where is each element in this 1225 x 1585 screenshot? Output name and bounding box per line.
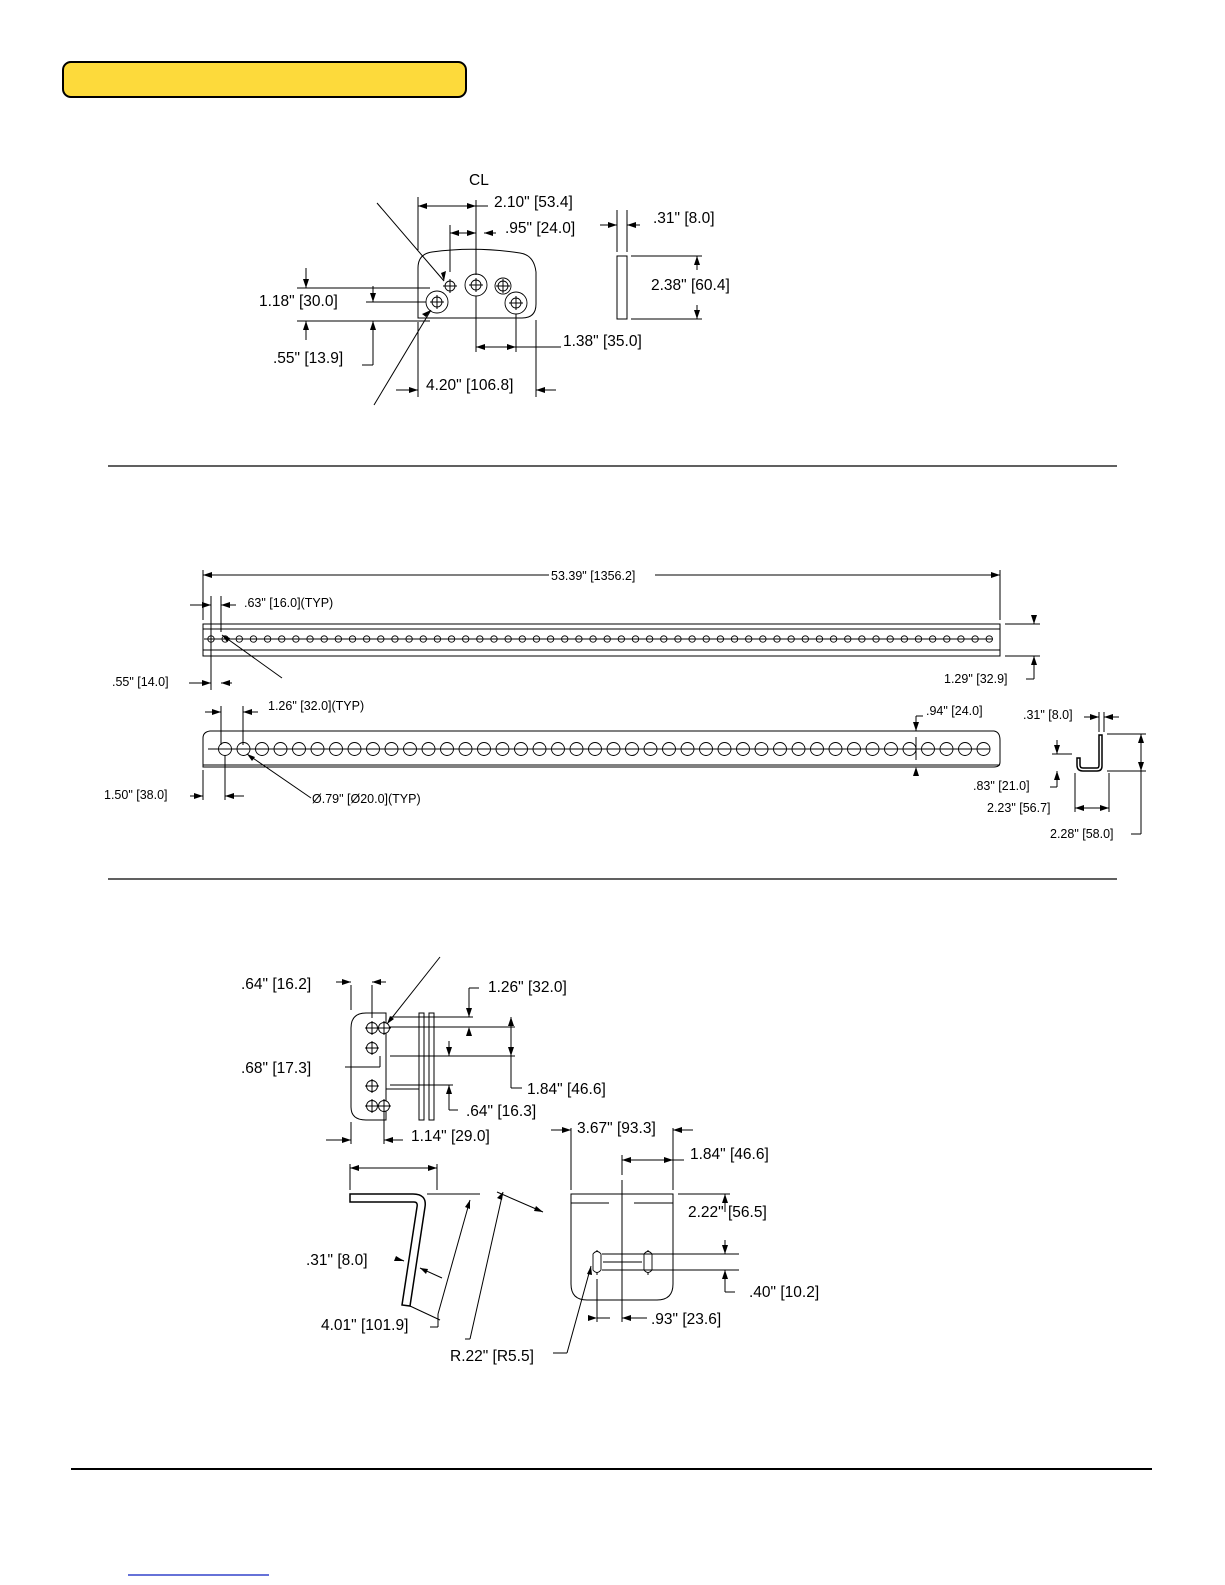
dim-2-10: 2.10" [53.4] bbox=[494, 194, 573, 211]
rail-side-profile bbox=[1076, 734, 1103, 772]
dim-3-67: 3.67" [93.3] bbox=[577, 1120, 656, 1137]
dim-0-95: .95" [24.0] bbox=[505, 220, 575, 237]
dim-0-40: .40" [10.2] bbox=[749, 1284, 819, 1301]
dim-0-68: .68" [17.3] bbox=[241, 1060, 311, 1077]
dim-2-23: 2.23" [56.7] bbox=[987, 801, 1051, 815]
dim-0-64: .64" [16.2] bbox=[241, 976, 311, 993]
dim-0-55-rail: .55" [14.0] bbox=[112, 675, 169, 689]
dim-4-20: 4.20" [106.8] bbox=[426, 377, 513, 394]
dim-0-31-rail: .31" [8.0] bbox=[1023, 708, 1073, 722]
dim-1-14: 1.14" [29.0] bbox=[411, 1128, 490, 1145]
header-banner bbox=[62, 61, 467, 98]
dim-0-93: .93" [23.6] bbox=[651, 1311, 721, 1328]
dim-1-38: 1.38" [35.0] bbox=[563, 333, 642, 350]
view-3-brackets: .64" [16.2] 1.26" [32.0] .68" [17.3] 1.8… bbox=[241, 956, 819, 1365]
dim-4-01: 4.01" [101.9] bbox=[321, 1317, 408, 1334]
dim-radius: R.22" [R5.5] bbox=[450, 1348, 534, 1365]
dim-2-38: 2.38" [60.4] bbox=[651, 277, 730, 294]
dim-0-64-b: .64" [16.3] bbox=[466, 1103, 536, 1120]
dim-2-28: 2.28" [58.0] bbox=[1050, 827, 1114, 841]
dim-2-22: 2.22" [56.5] bbox=[688, 1204, 767, 1221]
slot-left bbox=[592, 1251, 602, 1273]
dim-1-50: 1.50" [38.0] bbox=[104, 788, 168, 802]
dim-0-63-typ: .63" [16.0](TYP) bbox=[244, 596, 333, 610]
slot-right bbox=[643, 1251, 653, 1273]
dim-1-18: 1.18" [30.0] bbox=[259, 293, 338, 310]
dim-0-31-bracket: .31" [8.0] bbox=[306, 1252, 368, 1269]
dim-1-84-a: 1.84" [46.6] bbox=[527, 1081, 606, 1098]
view-1-bracket: CL 2.10" [53.4] .95" [24.0] .31" [8.0] 2… bbox=[259, 172, 730, 406]
dim-0-94: .94" [24.0] bbox=[926, 704, 983, 718]
dim-0-83: .83" [21.0] bbox=[973, 779, 1030, 793]
centerline-label: CL bbox=[469, 172, 489, 189]
dim-1-26: 1.26" [32.0] bbox=[488, 979, 567, 996]
dim-0-31: .31" [8.0] bbox=[653, 210, 715, 227]
view1-crosshairs bbox=[430, 278, 523, 310]
view-2-rail: 53.39" [1356.2] .63" [16.0](TYP) .55" [1… bbox=[104, 569, 1146, 841]
dim-1-29: 1.29" [32.9] bbox=[944, 672, 1008, 686]
dim-hole-diameter: Ø.79" [Ø20.0](TYP) bbox=[312, 792, 421, 806]
dim-1-84-b: 1.84" [46.6] bbox=[690, 1146, 769, 1163]
bracket-side-profile bbox=[616, 255, 628, 320]
dim-53-39: 53.39" [1356.2] bbox=[551, 569, 635, 583]
dim-0-55: .55" [13.9] bbox=[273, 350, 343, 367]
l-bracket-profile bbox=[349, 1193, 426, 1307]
dim-1-26-typ: 1.26" [32.0](TYP) bbox=[268, 699, 364, 713]
